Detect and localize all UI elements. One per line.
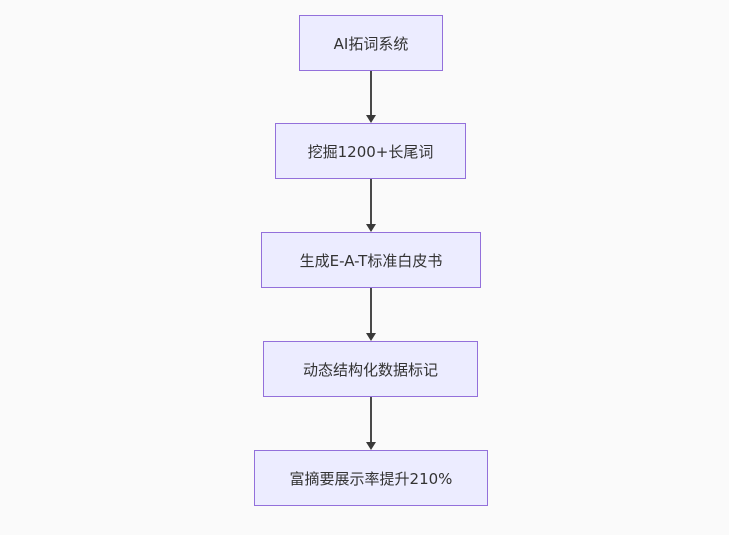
flow-edge-c-d: [361, 288, 381, 341]
flow-node-label: 挖掘1200+长尾词: [307, 142, 434, 161]
flow-node-eat-whitepaper: 生成E-A-T标准白皮书: [261, 232, 481, 288]
flow-node-structured-data-markup: 动态结构化数据标记: [263, 341, 478, 397]
flow-node-label: AI拓词系统: [333, 34, 409, 53]
edge-line: [370, 71, 372, 117]
flow-node-longtail-mining: 挖掘1200+长尾词: [275, 123, 466, 179]
flow-node-label: 动态结构化数据标记: [302, 360, 438, 379]
flow-node-label: 富摘要展示率提升210%: [289, 469, 453, 488]
flow-edge-d-e: [361, 397, 381, 450]
arrowhead-down-icon: [366, 442, 376, 450]
edge-line: [370, 397, 372, 444]
edge-line: [370, 179, 372, 226]
arrowhead-down-icon: [366, 333, 376, 341]
flow-node-rich-snippet-result: 富摘要展示率提升210%: [254, 450, 488, 506]
flow-node-label: 生成E-A-T标准白皮书: [299, 251, 443, 270]
flow-edge-b-c: [361, 179, 381, 232]
flow-edge-a-b: [361, 71, 381, 123]
flow-node-ai-keyword-system: AI拓词系统: [299, 15, 443, 71]
arrowhead-down-icon: [366, 224, 376, 232]
arrowhead-down-icon: [366, 115, 376, 123]
edge-line: [370, 288, 372, 335]
